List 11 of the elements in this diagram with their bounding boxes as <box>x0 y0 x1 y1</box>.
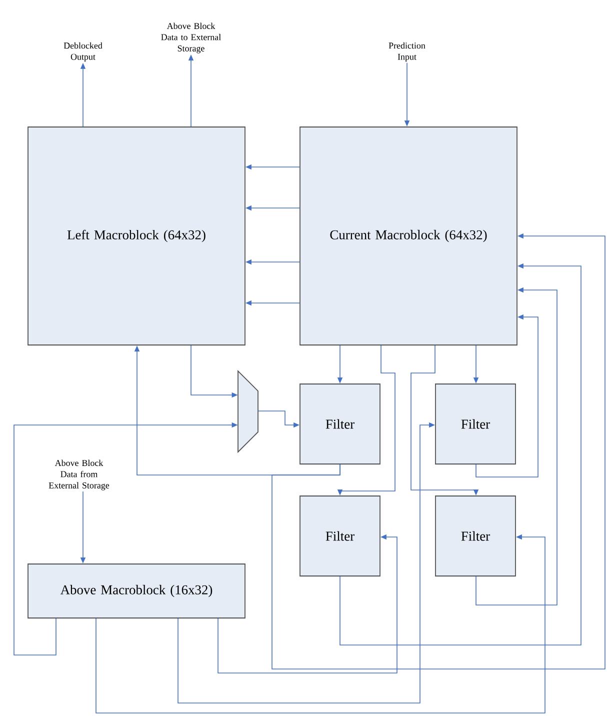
macroblock-box: Above Macroblock (16x32) <box>28 564 246 618</box>
filter-box: Filter <box>300 384 380 464</box>
io-label: Above Block Data to External Storage <box>161 22 221 54</box>
io-label: Deblocked Output <box>64 42 102 62</box>
io-label: Above Block Data from External Storage <box>48 460 110 490</box>
filter-box: Filter <box>435 496 516 576</box>
filter-box: Filter <box>300 496 380 576</box>
macroblock-box: Left Macroblock (64x32) <box>28 126 246 346</box>
macroblock-box: Current Macroblock (64x32) <box>300 126 518 346</box>
io-label: Prediction Input <box>388 42 426 62</box>
filter-box: Filter <box>435 384 516 464</box>
